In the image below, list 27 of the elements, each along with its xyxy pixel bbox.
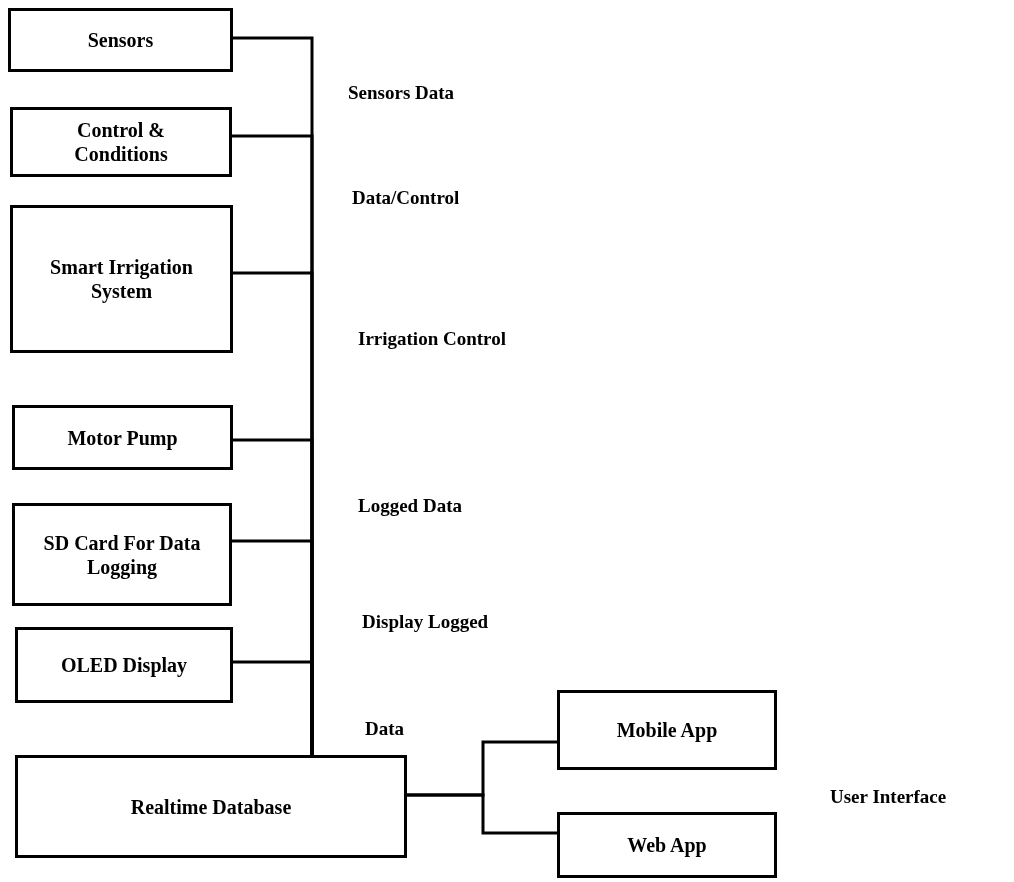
- process-box: [12, 503, 232, 606]
- process-box: [10, 205, 233, 353]
- box-label: Control & Conditions: [73, 118, 169, 166]
- process-box: [557, 812, 777, 878]
- process-box: [15, 755, 407, 858]
- box-label: Smart Irrigation System: [49, 255, 194, 303]
- box-label: Web App: [627, 833, 707, 857]
- connector-line: [233, 660, 314, 755]
- flow-label: Display Logged: [362, 611, 489, 633]
- connector-line: [407, 793, 557, 835]
- box-label: OLED Display: [60, 653, 188, 677]
- process-box: [12, 405, 233, 470]
- flow-label: User Interface: [830, 786, 947, 808]
- box-label: Motor Pump: [67, 425, 178, 450]
- flow-label: Irrigation Control: [358, 328, 506, 350]
- process-box: [557, 690, 777, 770]
- box-label: SD Card For Data Logging: [42, 530, 202, 579]
- box-label: Realtime Database: [130, 794, 292, 819]
- process-box: [15, 627, 233, 703]
- flow-label: Data/Control: [352, 187, 460, 209]
- flow-label: Sensors Data: [348, 82, 455, 104]
- box-label: Sensors: [87, 28, 154, 52]
- flow-label: Data: [365, 718, 405, 740]
- flow-label: Logged Data: [358, 495, 462, 517]
- process-box: [10, 107, 232, 177]
- process-box: [8, 8, 233, 72]
- box-label: Mobile App: [616, 718, 718, 742]
